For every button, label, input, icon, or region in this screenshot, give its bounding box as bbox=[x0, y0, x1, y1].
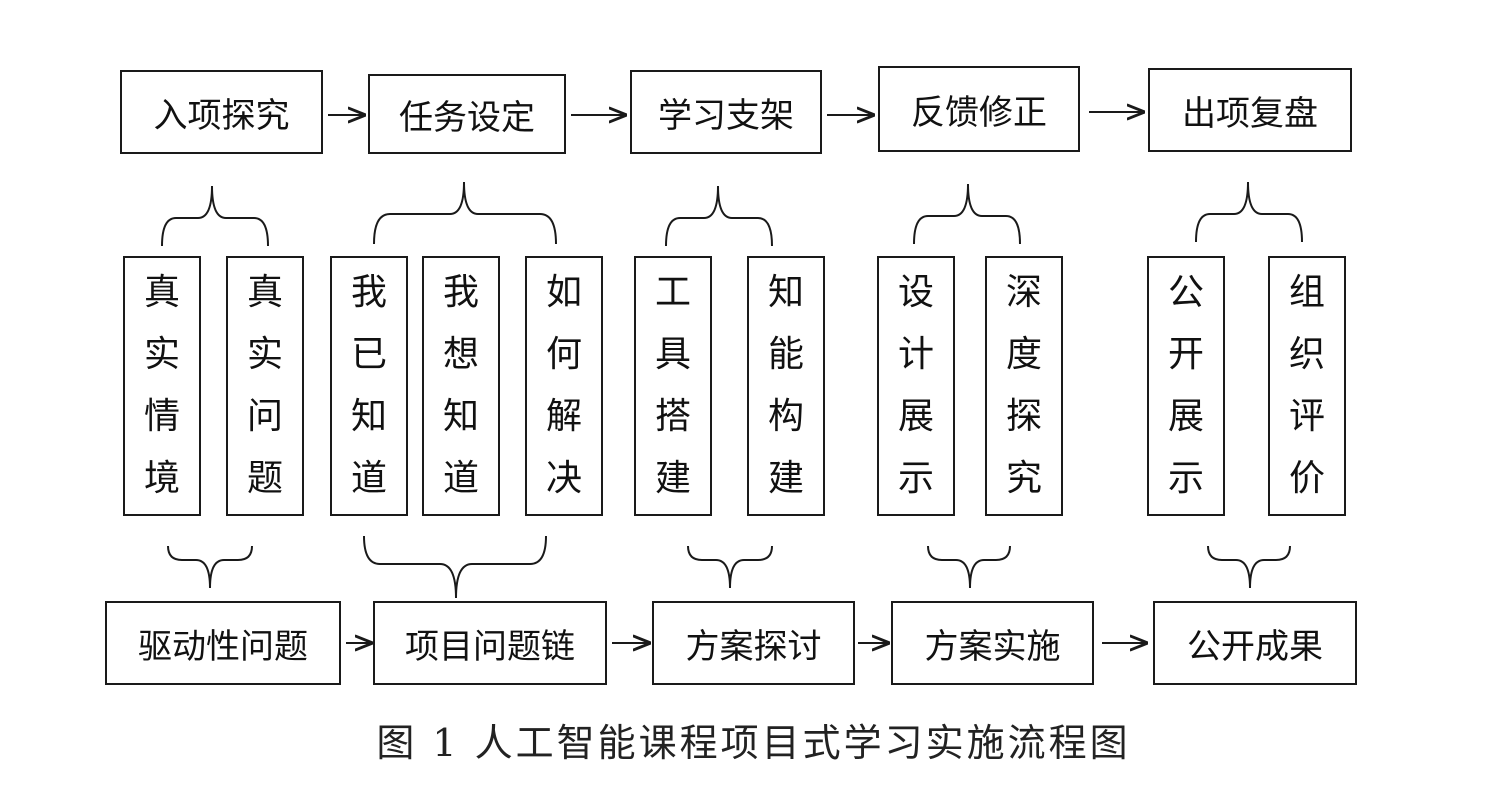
action-box-5: 公开成果 bbox=[1153, 601, 1357, 685]
sub-step-char: 道 bbox=[350, 458, 387, 499]
stage-box-3: 学习支架 bbox=[630, 70, 822, 154]
sub-step-char: 知 bbox=[442, 396, 479, 437]
sub-step-char: 真 bbox=[246, 272, 283, 313]
sub-step-box: 组织评价 bbox=[1268, 256, 1346, 516]
sub-step-char: 究 bbox=[1005, 458, 1042, 499]
stage-label: 出项复盘 bbox=[1182, 93, 1318, 134]
sub-step-char: 知 bbox=[350, 396, 387, 437]
sub-step-char: 已 bbox=[350, 334, 387, 375]
brace-icon bbox=[1207, 545, 1291, 589]
stage-label: 任务设定 bbox=[399, 97, 535, 138]
sub-step-char: 真 bbox=[143, 272, 180, 313]
sub-step-char: 问 bbox=[246, 396, 283, 437]
sub-step-box: 我已知道 bbox=[330, 256, 408, 516]
brace-icon bbox=[161, 185, 269, 247]
sub-step-char: 建 bbox=[654, 458, 691, 499]
sub-step-char: 建 bbox=[767, 458, 804, 499]
sub-step-char: 度 bbox=[1005, 334, 1042, 375]
sub-step-char: 组 bbox=[1288, 272, 1325, 313]
brace-icon bbox=[687, 545, 773, 589]
sub-step-char: 示 bbox=[897, 458, 934, 499]
brace-icon bbox=[1195, 181, 1303, 243]
stage-box-1: 入项探究 bbox=[120, 70, 323, 154]
sub-step-char: 决 bbox=[545, 458, 582, 499]
sub-step-char: 展 bbox=[897, 396, 934, 437]
sub-step-char: 公 bbox=[1167, 272, 1204, 313]
sub-step-char: 如 bbox=[545, 272, 582, 313]
sub-step-char: 探 bbox=[1005, 396, 1042, 437]
sub-step-char: 实 bbox=[143, 334, 180, 375]
figure-caption: 图 1 人工智能课程项目式学习实施流程图 bbox=[376, 721, 1131, 765]
stage-box-2: 任务设定 bbox=[368, 74, 566, 154]
sub-step-box: 真实问题 bbox=[226, 256, 304, 516]
sub-step-box: 我想知道 bbox=[422, 256, 500, 516]
sub-step-char: 境 bbox=[143, 458, 180, 499]
brace-icon bbox=[167, 545, 253, 589]
sub-step-box: 深度探究 bbox=[985, 256, 1063, 516]
action-box-4: 方案实施 bbox=[891, 601, 1094, 685]
action-label: 方案探讨 bbox=[685, 626, 822, 667]
action-box-1: 驱动性问题 bbox=[105, 601, 341, 685]
sub-step-char: 我 bbox=[350, 272, 387, 313]
action-box-3: 方案探讨 bbox=[652, 601, 855, 685]
stage-label: 学习支架 bbox=[658, 95, 794, 136]
sub-step-box: 公开展示 bbox=[1147, 256, 1225, 516]
action-label: 项目问题链 bbox=[405, 626, 575, 667]
action-label: 方案实施 bbox=[924, 626, 1061, 667]
sub-step-char: 能 bbox=[767, 334, 804, 375]
sub-step-box: 知能构建 bbox=[747, 256, 825, 516]
sub-step-char: 织 bbox=[1288, 334, 1325, 375]
stage-box-4: 反馈修正 bbox=[878, 66, 1080, 152]
sub-step-char: 计 bbox=[897, 334, 934, 375]
sub-step-char: 展 bbox=[1167, 396, 1204, 437]
sub-step-box: 工具搭建 bbox=[634, 256, 712, 516]
sub-step-char: 想 bbox=[442, 334, 479, 375]
sub-step-char: 具 bbox=[654, 334, 691, 375]
stage-box-5: 出项复盘 bbox=[1148, 68, 1352, 152]
sub-step-char: 深 bbox=[1005, 272, 1042, 313]
sub-step-box: 真实情境 bbox=[123, 256, 201, 516]
sub-step-char: 我 bbox=[442, 272, 479, 313]
sub-step-char: 实 bbox=[246, 334, 283, 375]
sub-step-char: 工 bbox=[654, 272, 691, 313]
brace-icon bbox=[363, 535, 547, 599]
stage-label: 入项探究 bbox=[153, 95, 290, 136]
sub-step-box: 设计展示 bbox=[877, 256, 955, 516]
sub-step-char: 道 bbox=[442, 458, 479, 499]
sub-step-char: 搭 bbox=[654, 396, 691, 437]
brace-icon bbox=[913, 183, 1021, 245]
stage-label: 反馈修正 bbox=[911, 92, 1047, 133]
brace-icon bbox=[373, 181, 557, 245]
sub-step-char: 评 bbox=[1288, 396, 1325, 437]
brace-icon bbox=[927, 545, 1011, 589]
sub-step-char: 构 bbox=[767, 396, 804, 437]
sub-step-char: 知 bbox=[767, 272, 804, 313]
sub-step-char: 解 bbox=[545, 396, 582, 437]
sub-step-char: 情 bbox=[143, 396, 180, 437]
sub-step-char: 开 bbox=[1167, 334, 1204, 375]
action-box-2: 项目问题链 bbox=[373, 601, 607, 685]
action-label: 公开成果 bbox=[1187, 626, 1323, 667]
sub-step-char: 题 bbox=[246, 458, 283, 499]
sub-step-char: 示 bbox=[1167, 458, 1204, 499]
sub-step-box: 如何解决 bbox=[525, 256, 603, 516]
action-label: 驱动性问题 bbox=[138, 626, 308, 667]
sub-step-char: 何 bbox=[545, 334, 582, 375]
sub-step-char: 设 bbox=[897, 272, 934, 313]
brace-icon bbox=[665, 185, 773, 247]
sub-step-char: 价 bbox=[1288, 458, 1325, 499]
